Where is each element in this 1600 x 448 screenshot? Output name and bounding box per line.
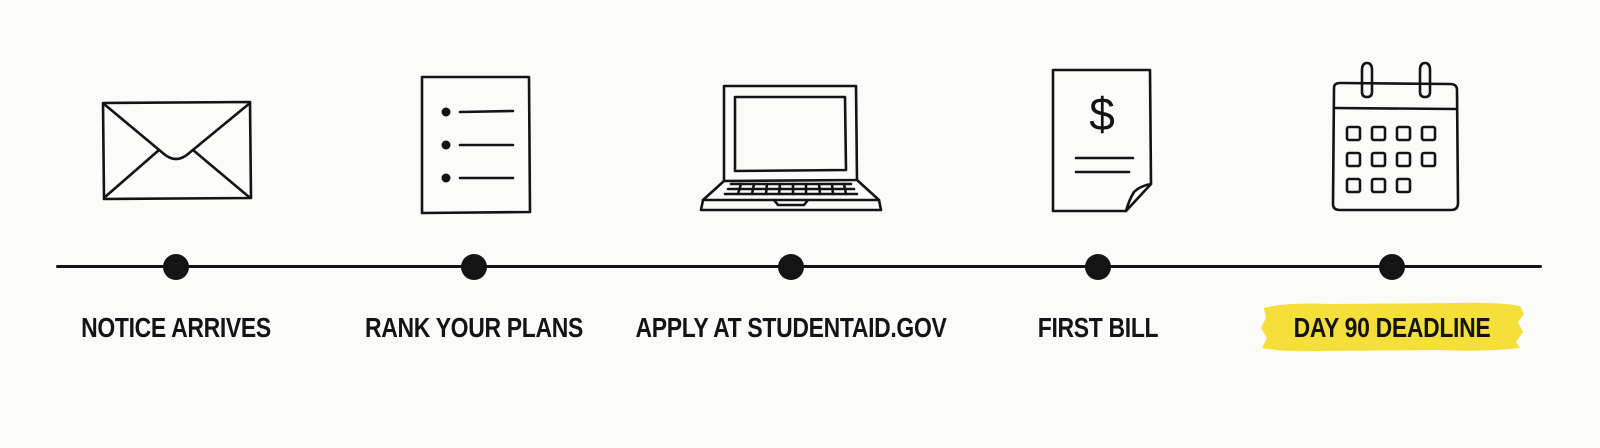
checklist-icon xyxy=(374,70,574,230)
step-label: FIRST BILL xyxy=(1037,312,1159,343)
timeline-dot xyxy=(163,254,189,280)
step-label: NOTICE ARRIVES xyxy=(81,312,271,343)
timeline-dot xyxy=(461,254,487,280)
calendar-icon xyxy=(1292,61,1492,230)
dollar-sign: $ xyxy=(1089,88,1115,140)
laptop-icon xyxy=(691,70,891,230)
timeline-dot xyxy=(778,254,804,280)
step-label: APPLY AT STUDENTAID.GOV xyxy=(635,312,947,343)
envelope-icon xyxy=(76,70,276,230)
bill-icon: $ xyxy=(998,68,1198,230)
timeline-dot xyxy=(1379,254,1405,280)
step-label: DAY 90 DEADLINE xyxy=(1293,312,1491,343)
timeline-dot xyxy=(1085,254,1111,280)
step-label: RANK YOUR PLANS xyxy=(365,312,583,343)
highlight-brushstroke xyxy=(1258,300,1526,354)
